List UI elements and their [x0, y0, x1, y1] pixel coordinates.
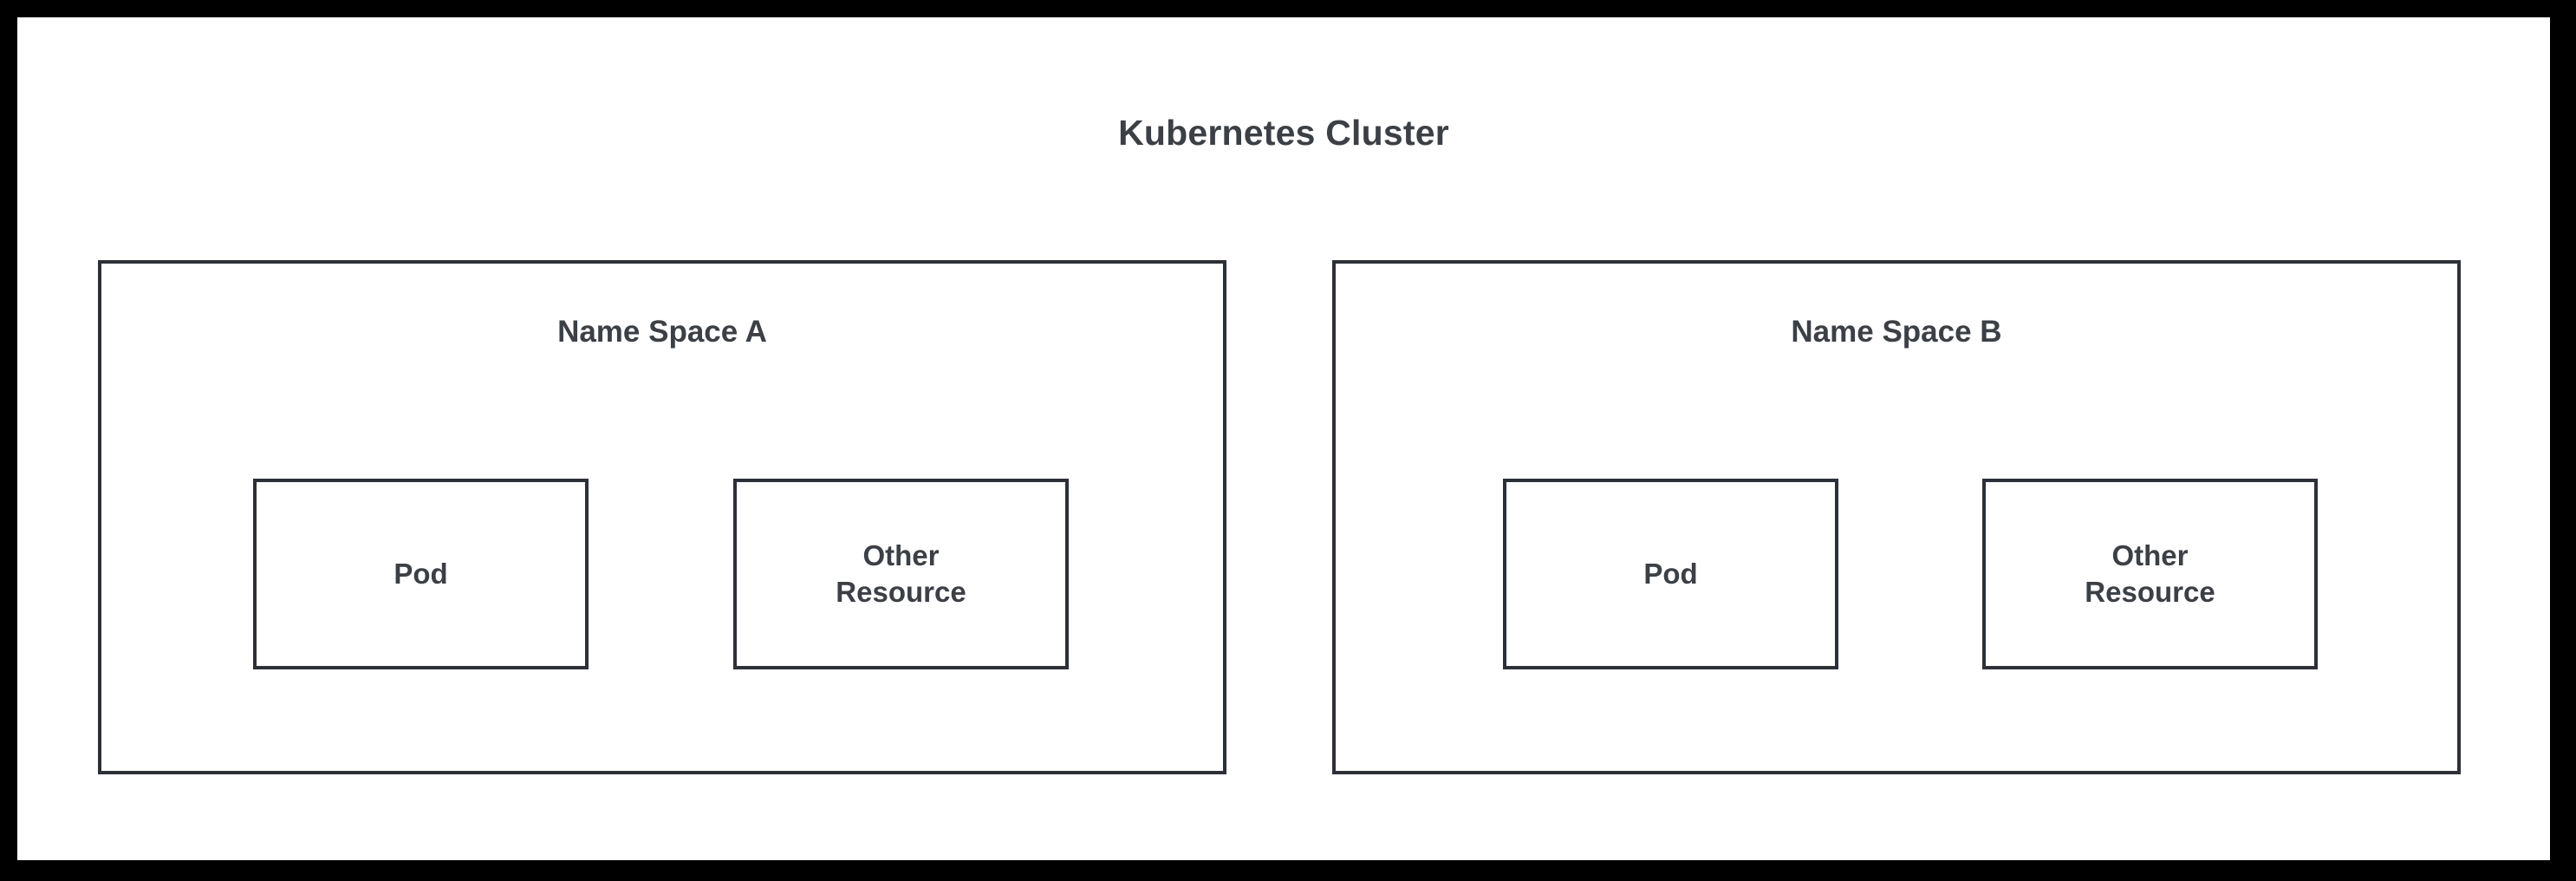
- namespace-title-b: Name Space B: [1791, 315, 2002, 349]
- namespace-title-a: Name Space A: [557, 315, 767, 349]
- resource-label-pod-a: Pod: [394, 557, 448, 590]
- resource-label-pod-b: Pod: [1643, 557, 1698, 590]
- resource-box-pod-a: Pod: [253, 479, 589, 669]
- resource-label-other-resource-a: Other Resource: [836, 538, 966, 608]
- resource-box-other-resource-b: Other Resource: [1982, 479, 2318, 669]
- diagram-canvas: Kubernetes Cluster Name Space A Pod Othe…: [17, 17, 2550, 860]
- resource-label-other-resource-b: Other Resource: [2085, 538, 2215, 608]
- namespace-box-a: Name Space A Pod Other Resource: [98, 260, 1226, 774]
- resource-box-pod-b: Pod: [1503, 479, 1838, 669]
- cluster-title: Kubernetes Cluster: [1118, 113, 1449, 153]
- resource-box-other-resource-a: Other Resource: [733, 479, 1069, 669]
- namespace-box-b: Name Space B Pod Other Resource: [1332, 260, 2461, 774]
